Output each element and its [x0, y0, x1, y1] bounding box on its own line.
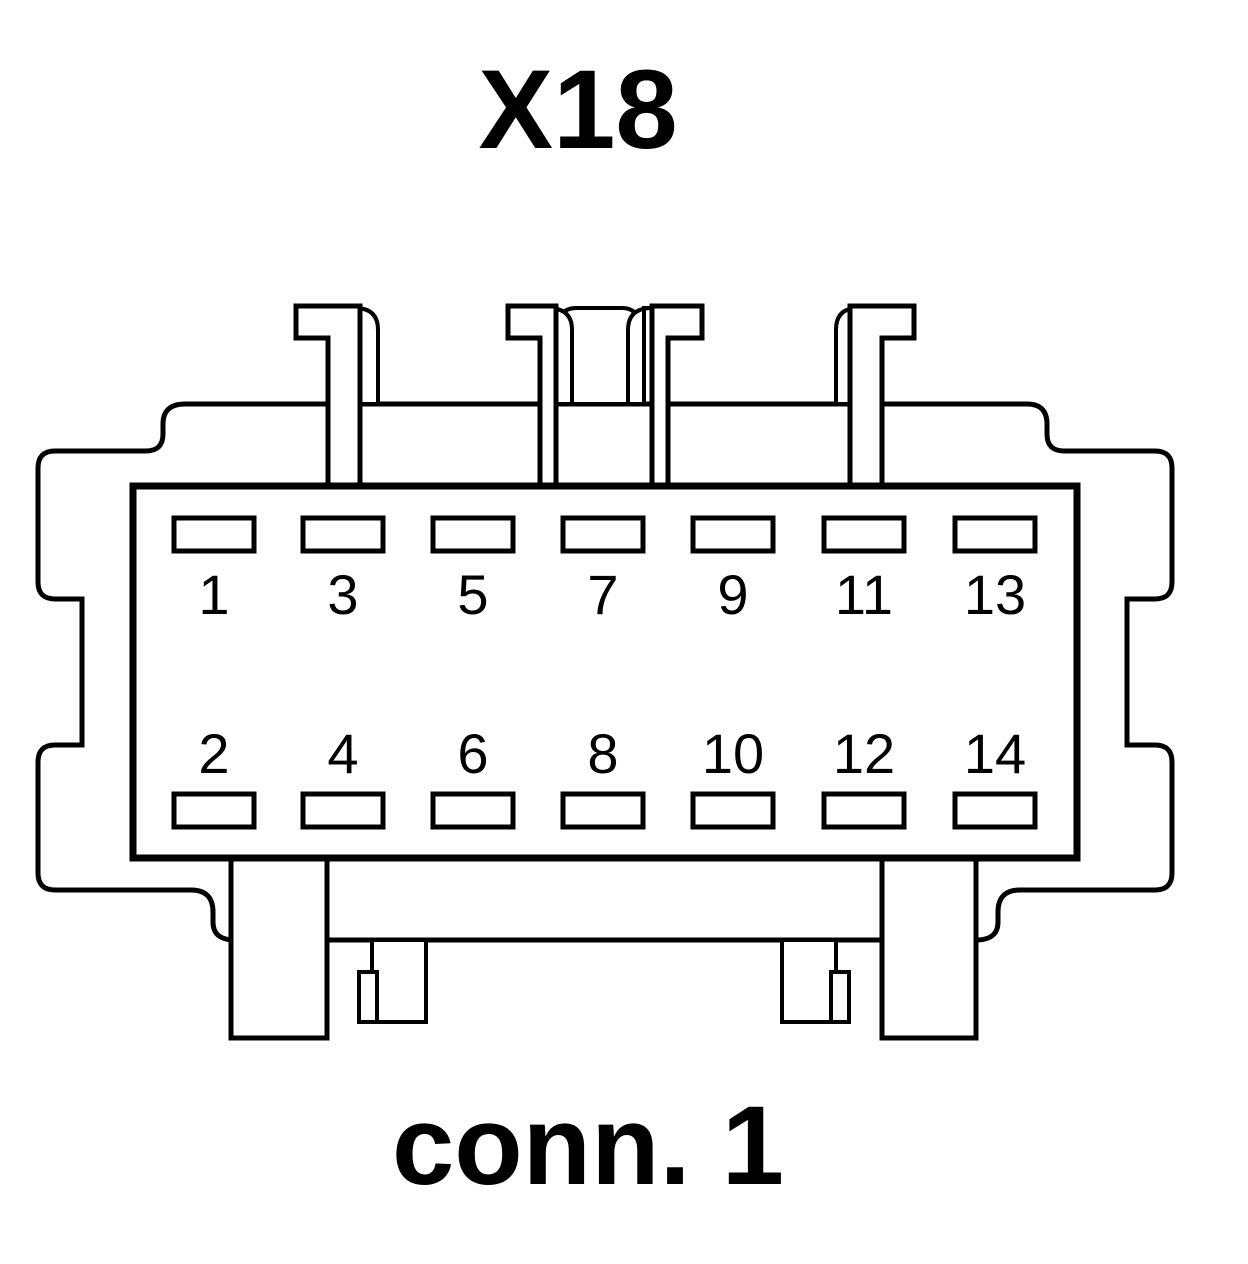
pin-number-7: 7 [587, 563, 618, 626]
pin-cavity-8 [560, 791, 646, 830]
connector-id-title: X18 [478, 47, 677, 172]
pin-number-12: 12 [833, 722, 895, 785]
pin-cavity-3 [300, 515, 386, 554]
pin-number-9: 9 [717, 563, 748, 626]
pin-number-2: 2 [198, 722, 229, 785]
pin-cavity-9 [690, 515, 776, 554]
pin-number-13: 13 [964, 563, 1026, 626]
pin-number-6: 6 [457, 722, 488, 785]
pin-number-1: 1 [198, 563, 229, 626]
pin-number-8: 8 [587, 722, 618, 785]
pin-number-4: 4 [327, 722, 358, 785]
pin-cavity-6 [430, 791, 516, 830]
pin-number-14: 14 [964, 722, 1026, 785]
pin-number-10: 10 [702, 722, 764, 785]
connector-label: conn. 1 [392, 1083, 784, 1208]
pin-number-11: 11 [835, 563, 893, 626]
pin-cavity-11 [821, 515, 907, 554]
pin-number-5: 5 [457, 563, 488, 626]
pin-cavity-14 [952, 791, 1038, 830]
pin-cavity-2 [171, 791, 257, 830]
pin-cavity-13 [952, 515, 1038, 554]
pin-cavity-1 [171, 515, 257, 554]
pin-cavity-12 [821, 791, 907, 830]
bottom-latch-left [357, 938, 428, 1024]
pin-number-3: 3 [327, 563, 358, 626]
bottom-latch-right [780, 938, 851, 1024]
top-clip-left [293, 303, 380, 489]
pin-row-bottom: 2 4 6 8 10 12 14 [171, 722, 1038, 830]
pin-cavity-4 [300, 791, 386, 830]
pin-cavity-5 [430, 515, 516, 554]
pin-cavity-7 [560, 515, 646, 554]
bottom-leg-left [228, 853, 330, 1041]
bottom-leg-right [879, 853, 979, 1041]
pin-cavity-10 [690, 791, 776, 830]
